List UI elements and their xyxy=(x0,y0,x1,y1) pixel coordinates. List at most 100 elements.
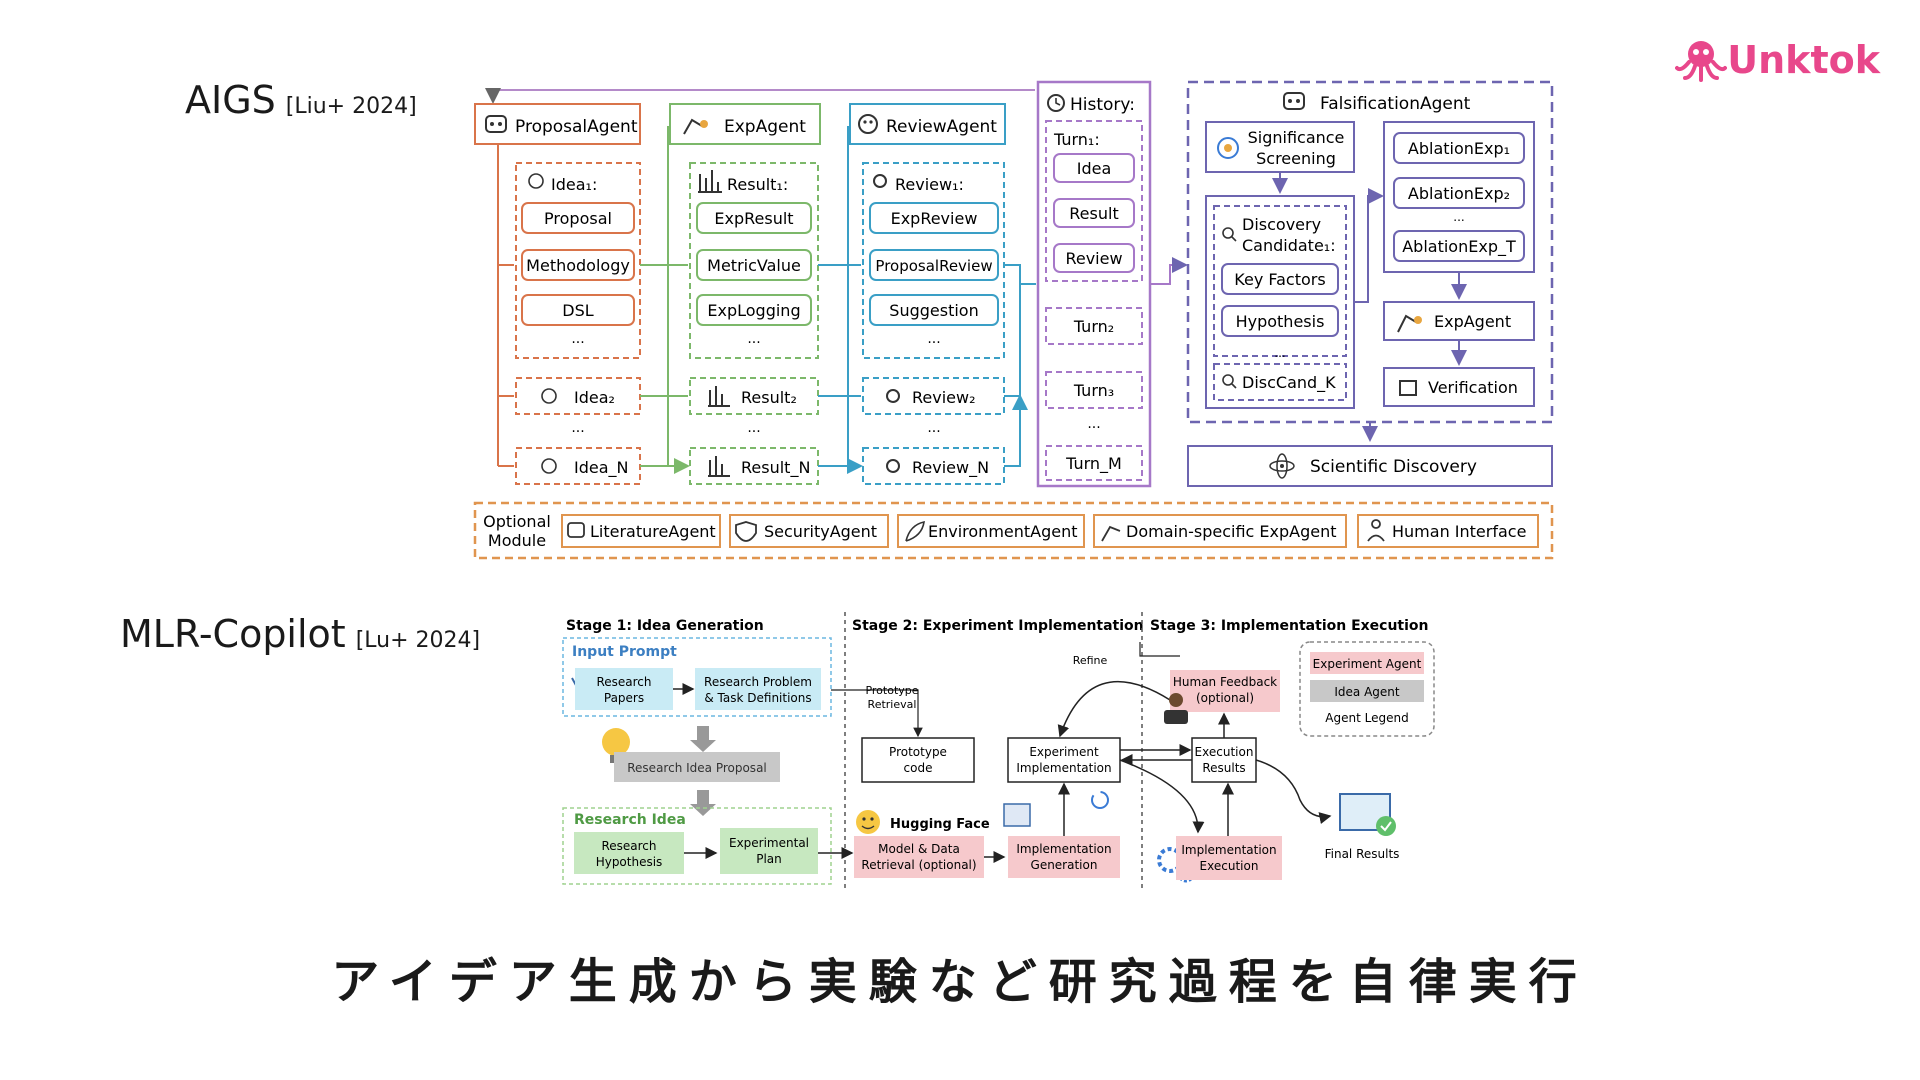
robot-face-icon xyxy=(858,114,878,134)
monitor-icon xyxy=(1339,793,1396,836)
bar-chart-icon xyxy=(708,386,730,407)
lightbulb-icon xyxy=(541,388,557,404)
ablation-item: AblationExp_T xyxy=(1402,237,1516,257)
stage2-experiment-implementation: Prototype Retrieval Prototype code Huggi… xyxy=(854,654,1192,878)
review2-label: Review₂ xyxy=(912,388,976,407)
optional-item: EnvironmentAgent xyxy=(928,522,1078,541)
methodology-item: Methodology xyxy=(526,256,630,275)
optional-module: Optional Module LiteratureAgent Security… xyxy=(473,501,1554,560)
stage2-title: Stage 2: Experiment Implementation xyxy=(852,618,1144,634)
research-papers-line: Papers xyxy=(604,691,644,705)
result1-label: Result₁: xyxy=(727,175,788,194)
exp-agent-title: ExpAgent xyxy=(724,117,806,137)
hugging-face-icon xyxy=(856,810,880,834)
prototype-retrieval-line: Prototype xyxy=(865,684,918,697)
screening-line: Significance xyxy=(1248,128,1345,147)
exec-results-line: Results xyxy=(1202,761,1245,775)
human-icon xyxy=(1367,519,1385,542)
ellipsis: ... xyxy=(571,420,584,436)
research-idea-label: Research Idea xyxy=(574,812,686,828)
final-results-label: Final Results xyxy=(1325,847,1400,861)
discovery-line: Candidate₁: xyxy=(1242,236,1336,255)
robot-arm-icon xyxy=(683,118,708,135)
leaf-icon xyxy=(905,520,925,542)
exp-agent-column: ExpAgent Result₁: ExpResult MetricValue … xyxy=(668,103,849,485)
clock-icon xyxy=(1047,94,1065,112)
problem-line: & Task Definitions xyxy=(704,691,811,705)
aigs-name: AIGS xyxy=(185,78,276,122)
verification-label: Verification xyxy=(1428,378,1518,397)
mlr-name: MLR-Copilot xyxy=(120,612,346,656)
key-factors-item: Key Factors xyxy=(1234,270,1325,289)
robot-arm-icon xyxy=(1397,314,1422,333)
idea1-label: Idea₁: xyxy=(551,175,597,194)
proposal-agent-title: ProposalAgent xyxy=(515,117,638,137)
ellipsis: ... xyxy=(927,331,940,347)
exp-impl-line: Experiment xyxy=(1029,745,1099,759)
code-icon xyxy=(1003,803,1031,827)
history-review-item: Review xyxy=(1065,249,1122,268)
ablation-item: AblationExp₁ xyxy=(1408,139,1510,158)
model-data-line: Model & Data xyxy=(878,842,960,856)
review-agent-title: ReviewAgent xyxy=(886,117,997,137)
ellipsis: ... xyxy=(1087,416,1100,432)
ellipsis: ... xyxy=(747,331,760,347)
hypothesis-line: Research xyxy=(601,839,656,853)
verification-icon xyxy=(1399,380,1417,396)
review-agent-column: ReviewAgent Review₁: ExpReview ProposalR… xyxy=(848,103,1036,485)
bar-chart-icon xyxy=(698,170,722,193)
plan-line: Plan xyxy=(756,852,782,866)
problem-line: Research Problem xyxy=(704,675,812,689)
scientific-discovery: Scientific Discovery xyxy=(1187,445,1553,487)
research-papers-line: Research xyxy=(596,675,651,689)
aigs-label: AIGS [Liu+ 2024] xyxy=(185,78,417,122)
ellipsis: ... xyxy=(571,331,584,347)
impl-generation-line: Implementation xyxy=(1016,842,1111,856)
impl-execution-line: Execution xyxy=(1200,859,1259,873)
disc-cand-k-label: DiscCand_K xyxy=(1242,373,1336,393)
hugging-face-label: Hugging Face xyxy=(890,817,990,832)
proposal-review-item: ProposalReview xyxy=(875,257,992,275)
screening-line: Screening xyxy=(1256,149,1336,168)
scientific-discovery-label: Scientific Discovery xyxy=(1310,457,1477,477)
impl-generation-line: Generation xyxy=(1031,858,1098,872)
robot-icon xyxy=(485,115,507,133)
exec-results-line: Execution xyxy=(1195,745,1254,759)
stage3-implementation-execution: Human Feedback (optional) Execution Resu… xyxy=(1119,641,1435,883)
brand-name: Unktok xyxy=(1727,38,1880,82)
gear-icon xyxy=(886,459,900,473)
falsification-agent: FalsificationAgent Significance Screenin… xyxy=(1186,80,1554,442)
prototype-code-line: Prototype xyxy=(889,745,947,759)
exp-review-item: ExpReview xyxy=(891,209,978,228)
optional-label-line: Module xyxy=(488,531,546,550)
falsification-title: FalsificationAgent xyxy=(1320,94,1471,114)
aigs-cite: [Liu+ 2024] xyxy=(285,94,417,119)
prototype-retrieval-line: Retrieval xyxy=(868,698,917,711)
metric-value-item: MetricValue xyxy=(707,256,801,275)
brand-logo: Unktok xyxy=(1675,38,1880,82)
stage3-title: Stage 3: Implementation Execution xyxy=(1150,618,1429,634)
search-icon xyxy=(1222,374,1237,389)
history-column: History: Turn₁: Idea Result Review Turn₂… xyxy=(1036,80,1188,488)
search-icon xyxy=(1222,227,1237,242)
slide-caption: アイデア生成から実験など研究過程を自律実行 xyxy=(331,954,1589,1010)
optional-item: SecurityAgent xyxy=(764,522,877,541)
hypothesis-line: Hypothesis xyxy=(596,855,663,869)
target-icon xyxy=(1217,137,1239,159)
optional-label-line: Optional xyxy=(483,512,551,531)
result2-label: Result₂ xyxy=(741,388,797,407)
refine-label: Refine xyxy=(1073,654,1108,667)
proposal-agent-column: ProposalAgent Idea₁: Proposal Methodolog… xyxy=(474,103,669,485)
turn1-label: Turn₁: xyxy=(1053,130,1100,149)
mlr-cite: [Lu+ 2024] xyxy=(355,628,481,653)
ellipsis: ... xyxy=(1453,210,1464,224)
idea-proposal-label: Research Idea Proposal xyxy=(627,761,767,775)
legend-experiment-agent: Experiment Agent xyxy=(1313,657,1422,671)
suggestion-item: Suggestion xyxy=(889,301,978,320)
shield-icon xyxy=(735,521,757,542)
plan-line: Experimental xyxy=(729,836,809,850)
idea-n-label: Idea_N xyxy=(574,458,629,478)
review-n-label: Review_N xyxy=(912,458,989,478)
dsl-item: DSL xyxy=(562,301,593,320)
